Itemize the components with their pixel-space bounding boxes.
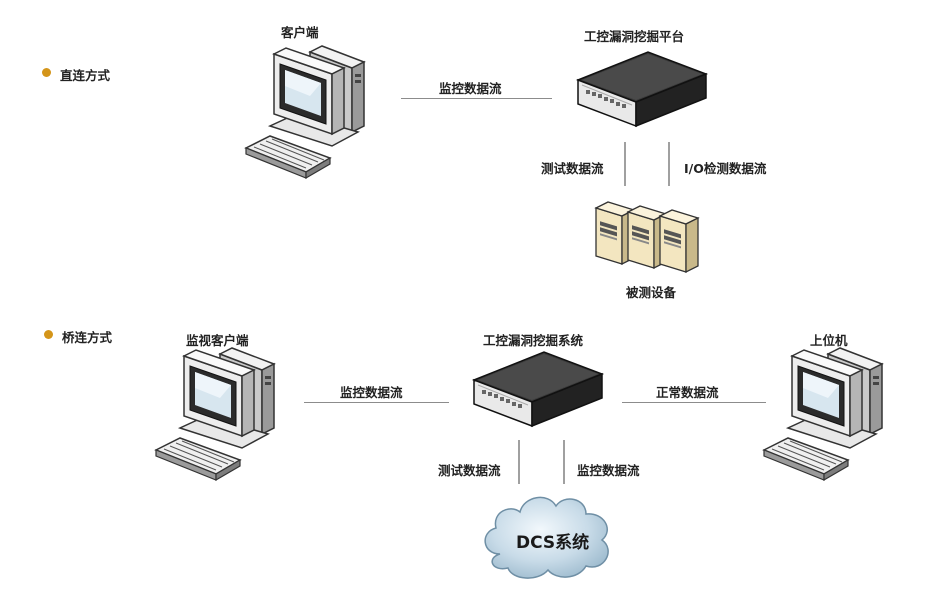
monitor-flow-down-label: 监控数据流 <box>577 463 640 478</box>
monitor-client-label: 监视客户端 <box>186 333 249 348</box>
monitor-client-computer-icon <box>155 347 275 481</box>
bullet-bridge <box>44 330 53 339</box>
monitor-flow-label-direct: 监控数据流 <box>439 81 502 96</box>
monitor-flow-down-line <box>563 440 565 484</box>
platform-label: 工控漏洞挖掘平台 <box>584 29 685 44</box>
system-label: 工控漏洞挖掘系统 <box>483 333 584 348</box>
normal-flow-label: 正常数据流 <box>656 385 719 400</box>
client-computer-icon <box>245 45 365 179</box>
dcs-label: DCS系统 <box>516 533 590 553</box>
bullet-direct <box>42 68 51 77</box>
section-title-direct: 直连方式 <box>60 68 111 83</box>
dcs-cloud-icon <box>484 496 609 579</box>
platform-appliance-icon <box>577 51 707 127</box>
io-flow-label-direct: I/O检测数据流 <box>684 161 767 176</box>
device-label: 被测设备 <box>626 285 677 300</box>
test-flow-label-bridge: 测试数据流 <box>438 463 501 478</box>
test-flow-line-direct <box>624 142 626 186</box>
test-flow-line-bridge <box>518 440 520 484</box>
monitor-flow-label-bridge: 监控数据流 <box>340 385 403 400</box>
section-title-bridge: 桥连方式 <box>62 330 113 345</box>
monitor-flow-line-direct <box>401 98 552 99</box>
upper-computer-icon <box>763 347 883 481</box>
upper-computer-label: 上位机 <box>810 333 848 348</box>
monitor-flow-line-bridge <box>304 402 449 403</box>
normal-flow-line <box>622 402 766 403</box>
test-flow-label-direct: 测试数据流 <box>541 161 604 176</box>
device-server-icon <box>595 201 699 273</box>
io-flow-line-direct <box>668 142 670 186</box>
system-appliance-icon <box>473 351 603 427</box>
client-label: 客户端 <box>281 25 319 40</box>
